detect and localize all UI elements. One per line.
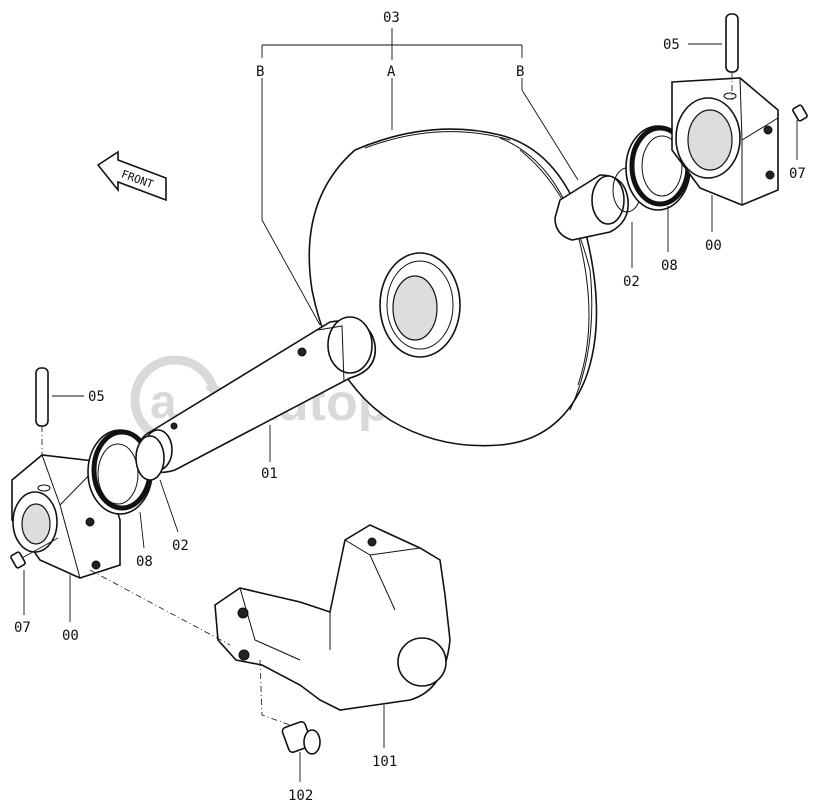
label-plug-left: 07 — [14, 620, 31, 636]
bushing-left — [135, 435, 165, 481]
plug-right — [792, 104, 808, 160]
label-assembly: 03 — [383, 10, 400, 26]
centerlines — [89, 569, 291, 726]
front-arrow: FRONT — [96, 150, 167, 202]
part-labels: 03 A B B 05 07 02 08 00 05 01 02 08 07 0… — [14, 10, 806, 804]
label-bracket: 101 — [372, 754, 397, 770]
idler-wheel — [308, 128, 598, 447]
label-bolt: 102 — [288, 788, 313, 804]
plug-left — [10, 537, 59, 569]
bracket — [214, 524, 451, 711]
bolt — [281, 721, 321, 755]
label-shaft: 01 — [261, 466, 278, 482]
leader-lines — [23, 43, 722, 782]
label-seal-left: 08 — [136, 554, 153, 570]
pin-left — [35, 367, 49, 480]
label-pin-left: 05 — [88, 389, 105, 405]
label-bearing-left: 00 — [62, 628, 79, 644]
label-bushing-left: 02 — [172, 538, 189, 554]
label-bushing-right: 02 — [623, 274, 640, 290]
label-b-right: B — [516, 64, 524, 80]
assembly-callout — [261, 28, 579, 326]
label-b-left: B — [256, 64, 264, 80]
label-a: A — [387, 64, 396, 80]
label-plug-right: 07 — [789, 166, 806, 182]
pin-right — [725, 13, 739, 100]
label-bearing-right: 00 — [705, 238, 722, 254]
label-pin-right: 05 — [663, 37, 680, 53]
label-seal-right: 08 — [661, 258, 678, 274]
bushing-right — [554, 167, 642, 241]
bearing-block-right — [671, 77, 779, 206]
